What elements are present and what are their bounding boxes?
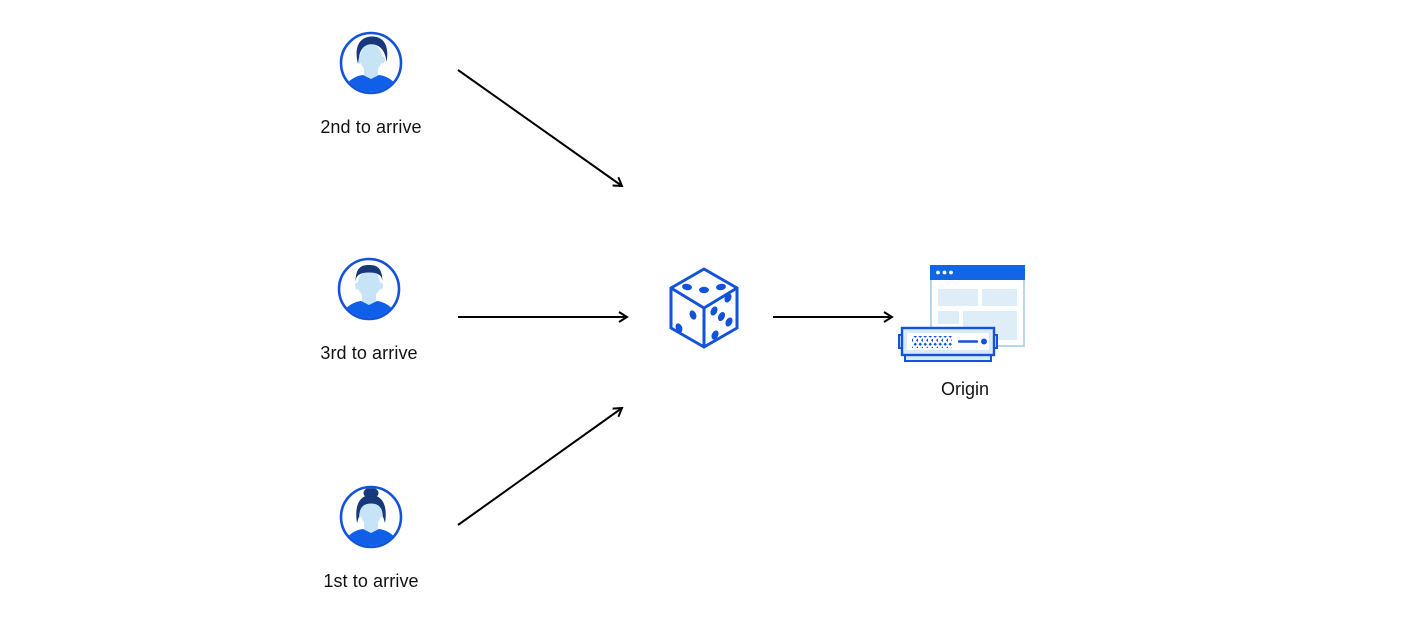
avatar-man-swept-hair-icon [339,31,403,95]
server-icon [898,326,998,362]
node-user-2nd-label: 2nd to arrive [320,117,422,137]
avatar-man-short-hair-icon [337,257,401,321]
edge-user1st-to-dice-arrow [457,406,624,526]
node-user-1st: 1st to arrive [301,485,441,592]
node-user-1st-label: 1st to arrive [323,571,419,591]
dice-icon [669,267,739,349]
edge-user2nd-to-dice-arrow [457,69,624,188]
browser-window-icon [930,265,1025,347]
avatar-woman-bun-icon [339,485,403,549]
node-user-3rd: 3rd to arrive [299,257,439,364]
node-origin-label: Origin [940,379,989,399]
node-user-3rd-label: 3rd to arrive [320,343,418,363]
node-user-2nd: 2nd to arrive [301,31,441,138]
